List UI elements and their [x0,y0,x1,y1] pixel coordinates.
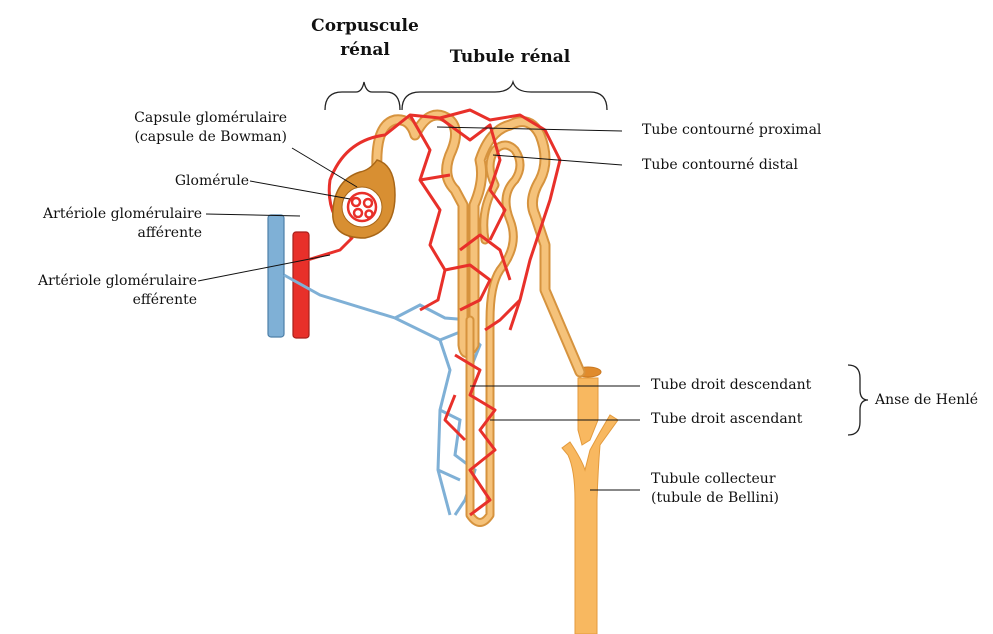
label-efferent-line1: Artériole glomérulaire [38,272,197,291]
label-collector-line1: Tubule collecteur [651,470,779,489]
label-capsule: Capsule glomérulaire (capsule de Bowman) [134,109,287,147]
vein-network [284,275,480,515]
corpuscle-brace [325,82,400,110]
vein-vessel [268,215,284,337]
label-efferent-line2: efférente [38,291,197,310]
label-capsule-line2: (capsule de Bowman) [134,128,287,147]
leader-lines [198,127,640,490]
label-afferent-line2: afférente [43,224,202,243]
label-efferent: Artériole glomérulaire efférente [38,272,197,310]
henle-brace [848,365,868,435]
label-glomerule: Glomérule [175,172,249,191]
label-distal: Tube contourné distal [642,156,798,175]
label-proximal: Tube contourné proximal [642,121,821,140]
label-capsule-line1: Capsule glomérulaire [134,109,287,128]
collecting-duct [562,415,618,634]
label-collector-line2: (tubule de Bellini) [651,489,779,508]
label-collector: Tubule collecteur (tubule de Bellini) [651,470,779,508]
header-corpuscle-line2: rénal [290,38,440,62]
label-afferent: Artériole glomérulaire afférente [43,205,202,243]
label-henle: Anse de Henlé [875,391,978,410]
header-tubule: Tubule rénal [430,45,590,69]
label-ascending: Tube droit ascendant [651,410,802,429]
header-corpuscle-line1: Corpuscule [290,14,440,38]
label-afferent-line1: Artériole glomérulaire [43,205,202,224]
header-corpuscle: Corpuscule rénal [290,14,440,62]
label-descending: Tube droit descendant [651,376,811,395]
tubule-brace [402,82,607,110]
